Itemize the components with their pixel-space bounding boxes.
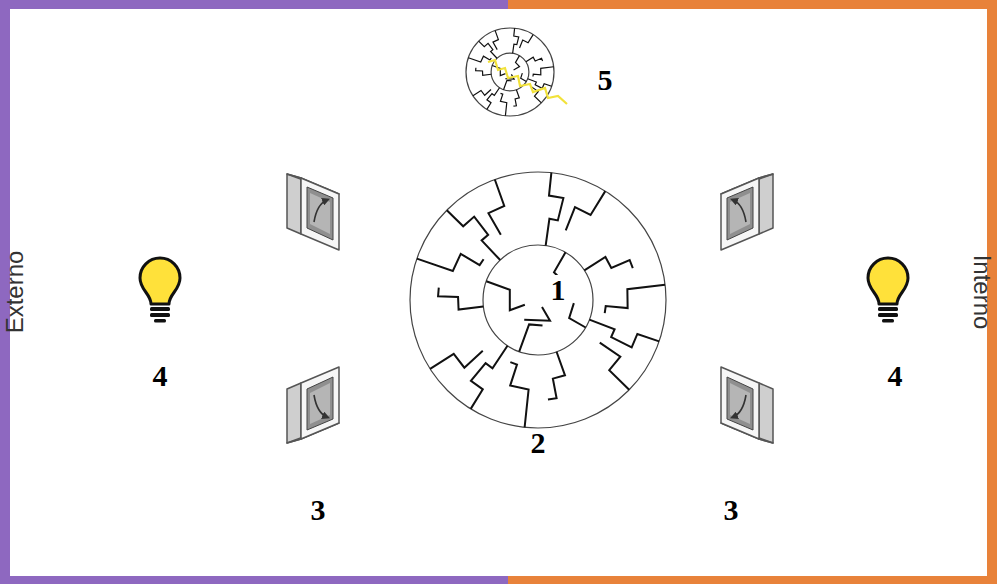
callout-number: 2	[531, 428, 546, 458]
lightbulb-icon	[868, 258, 908, 323]
maze-wall	[520, 35, 534, 48]
maze-wall	[486, 281, 525, 310]
maze-wall	[513, 28, 519, 53]
solution-path	[488, 60, 567, 104]
maze-wall	[521, 73, 527, 81]
speaker-icon	[287, 367, 339, 443]
maze-wall	[504, 80, 512, 89]
maze-wall	[417, 254, 484, 271]
speaker-icon	[721, 174, 773, 250]
lightbulb-icon	[140, 258, 180, 323]
maze-wall	[605, 285, 665, 313]
maze-inner-ring	[483, 245, 593, 355]
maze-wall	[438, 288, 483, 310]
callout-number: 4	[153, 361, 168, 391]
callout-number: 1	[548, 275, 569, 305]
maze-wall	[430, 351, 483, 369]
maze-outline	[466, 28, 554, 116]
maze-wall	[584, 257, 632, 270]
maze-wall	[600, 343, 629, 390]
maze-wall	[473, 89, 491, 95]
maze-illustration	[410, 172, 666, 428]
maze-wall	[519, 324, 542, 351]
side-label: Interno	[970, 255, 994, 330]
maze-wall	[513, 90, 519, 106]
maze-wall	[471, 346, 508, 409]
maze-wall	[524, 307, 550, 321]
frame-ground	[10, 9, 987, 576]
callout-number: 3	[311, 495, 326, 525]
maze-wall	[569, 303, 585, 327]
speaker-icon	[287, 174, 339, 250]
maze-wall	[526, 57, 543, 62]
maze-outline	[410, 172, 666, 428]
maze-wall	[493, 31, 498, 50]
solved-maze-illustration	[466, 28, 567, 116]
maze-wall	[500, 93, 506, 115]
side-label: Externo	[3, 251, 27, 334]
maze-wall	[514, 56, 520, 70]
maze-wall	[476, 68, 492, 76]
maze-wall	[447, 210, 500, 260]
callout-number: 3	[724, 495, 739, 525]
speaker-icon	[721, 367, 773, 443]
maze-wall	[488, 180, 504, 235]
callout-number: 5	[598, 65, 613, 95]
maze-wall	[546, 173, 564, 246]
callout-number: 4	[888, 361, 903, 391]
maze-wall	[566, 191, 606, 230]
maze-wall	[548, 352, 565, 400]
maze-wall	[533, 67, 554, 77]
maze-wall	[510, 362, 528, 427]
